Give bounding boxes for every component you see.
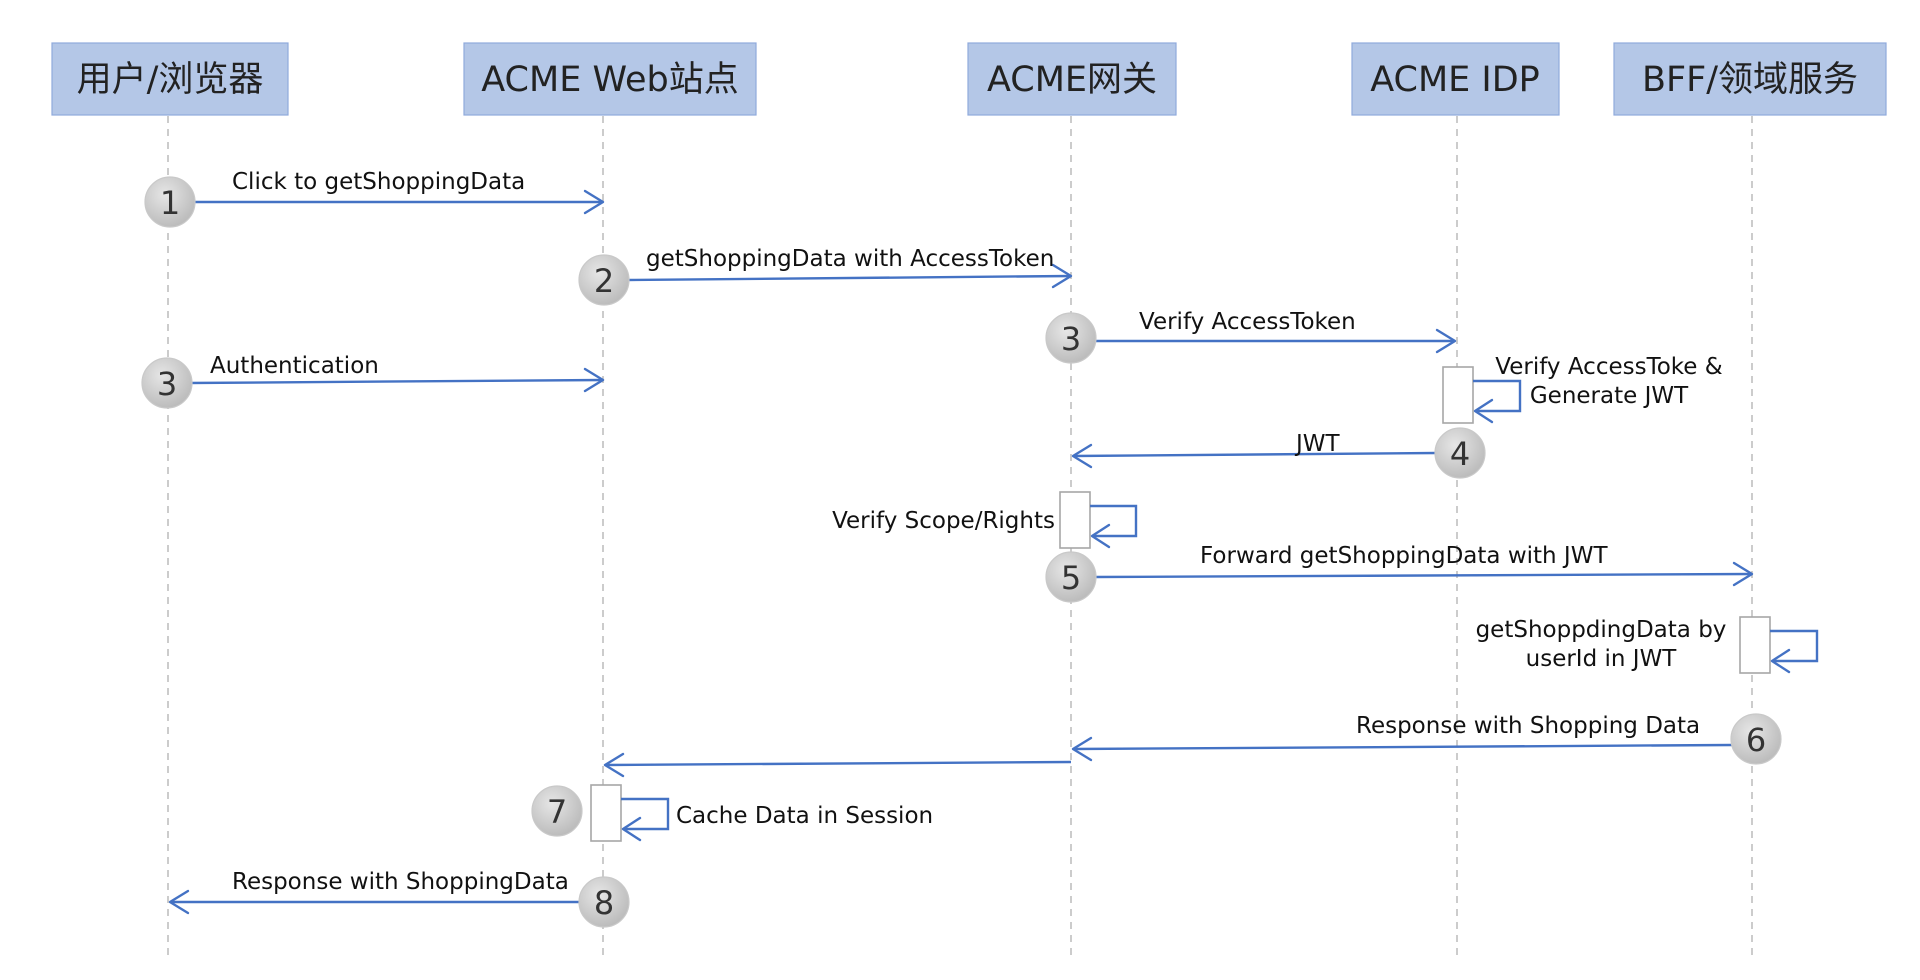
- actor-web: ACME Web站点: [463, 42, 757, 116]
- message-3: Verify AccessToken 3: [1045, 309, 1457, 364]
- arrow-left-icon: [603, 752, 625, 778]
- step-number: 3: [1061, 320, 1081, 358]
- step-number: 5: [1061, 559, 1081, 597]
- message-label: Verify AccessToken: [1139, 309, 1356, 335]
- actor-user: 用户/浏览器: [51, 42, 289, 116]
- arrow-right-icon: [1435, 328, 1457, 354]
- message-label: Response with ShoppingData: [232, 869, 569, 895]
- arrow-left-icon: [1090, 523, 1111, 549]
- actor-label-gateway: ACME网关: [987, 60, 1157, 100]
- self-action-label: Verify Scope/Rights: [832, 508, 1055, 534]
- message-label: Forward getShoppingData with JWT: [1200, 543, 1608, 569]
- step-number: 3: [157, 365, 177, 403]
- activation-bar: [1059, 491, 1091, 549]
- arrow-right-icon: [1051, 263, 1073, 289]
- actor-label-user: 用户/浏览器: [77, 60, 264, 100]
- step-number: 4: [1450, 435, 1470, 473]
- self-action-label: userId in JWT: [1526, 646, 1678, 672]
- message-6: Response with Shopping Data 6: [603, 713, 1782, 778]
- self-action-label: Verify AccessToke &: [1495, 354, 1722, 380]
- message-label: JWT: [1294, 431, 1341, 457]
- arrow-left-icon: [1473, 398, 1494, 424]
- arrow-left-icon: [168, 889, 190, 915]
- actor-idp: ACME IDP: [1351, 42, 1560, 116]
- arrow-left-icon: [1770, 648, 1791, 674]
- self-action-web: 7 Cache Data in Session: [531, 784, 933, 842]
- message-1: Click to getShoppingData 1: [144, 169, 605, 228]
- activation-bar: [1739, 616, 1771, 674]
- actor-gateway: ACME网关: [967, 42, 1177, 116]
- message-label: getShoppingData with AccessToken: [646, 246, 1054, 272]
- actor-headers: 用户/浏览器 ACME Web站点 ACME网关 ACME IDP BFF/领域…: [51, 42, 1887, 116]
- step-number: 2: [594, 262, 614, 300]
- message-authentication: Authentication 3: [141, 353, 605, 409]
- message-8: Response with ShoppingData 8: [168, 869, 630, 928]
- step-number: 1: [160, 184, 180, 222]
- message-label: Response with Shopping Data: [1356, 713, 1700, 739]
- message-4: JWT 4: [1071, 427, 1486, 479]
- arrow-left-icon: [1071, 443, 1093, 469]
- activation-bar: [1442, 366, 1474, 424]
- self-action-gateway: Verify Scope/Rights: [832, 491, 1138, 549]
- actor-bff: BFF/领域服务: [1613, 42, 1887, 116]
- step-number: 7: [547, 793, 567, 831]
- actor-label-idp: ACME IDP: [1370, 60, 1540, 100]
- step-number: 6: [1746, 721, 1766, 759]
- arrow-right-icon: [583, 367, 605, 393]
- message-2: getShoppingData with AccessToken 2: [578, 246, 1073, 306]
- activation-bar: [590, 784, 622, 842]
- arrow-left-icon: [621, 816, 642, 842]
- message-label: Authentication: [210, 353, 379, 379]
- arrow-right-icon: [583, 189, 605, 215]
- message-label: Click to getShoppingData: [232, 169, 525, 195]
- actor-label-bff: BFF/领域服务: [1642, 60, 1858, 100]
- self-action-bff: getShoppdingData by userId in JWT: [1476, 616, 1819, 674]
- step-number: 8: [594, 884, 614, 922]
- self-action-label: Cache Data in Session: [676, 803, 933, 829]
- self-action-label: Generate JWT: [1530, 383, 1689, 409]
- self-action-idp: Verify AccessToke & Generate JWT: [1442, 354, 1723, 424]
- self-action-label: getShoppdingData by: [1476, 617, 1727, 643]
- arrow-left-icon: [1071, 736, 1093, 762]
- lifelines: [167, 116, 1753, 960]
- arrow-right-icon: [1732, 561, 1754, 587]
- actor-label-web: ACME Web站点: [481, 60, 739, 100]
- message-5: Forward getShoppingData with JWT 5: [1045, 543, 1754, 603]
